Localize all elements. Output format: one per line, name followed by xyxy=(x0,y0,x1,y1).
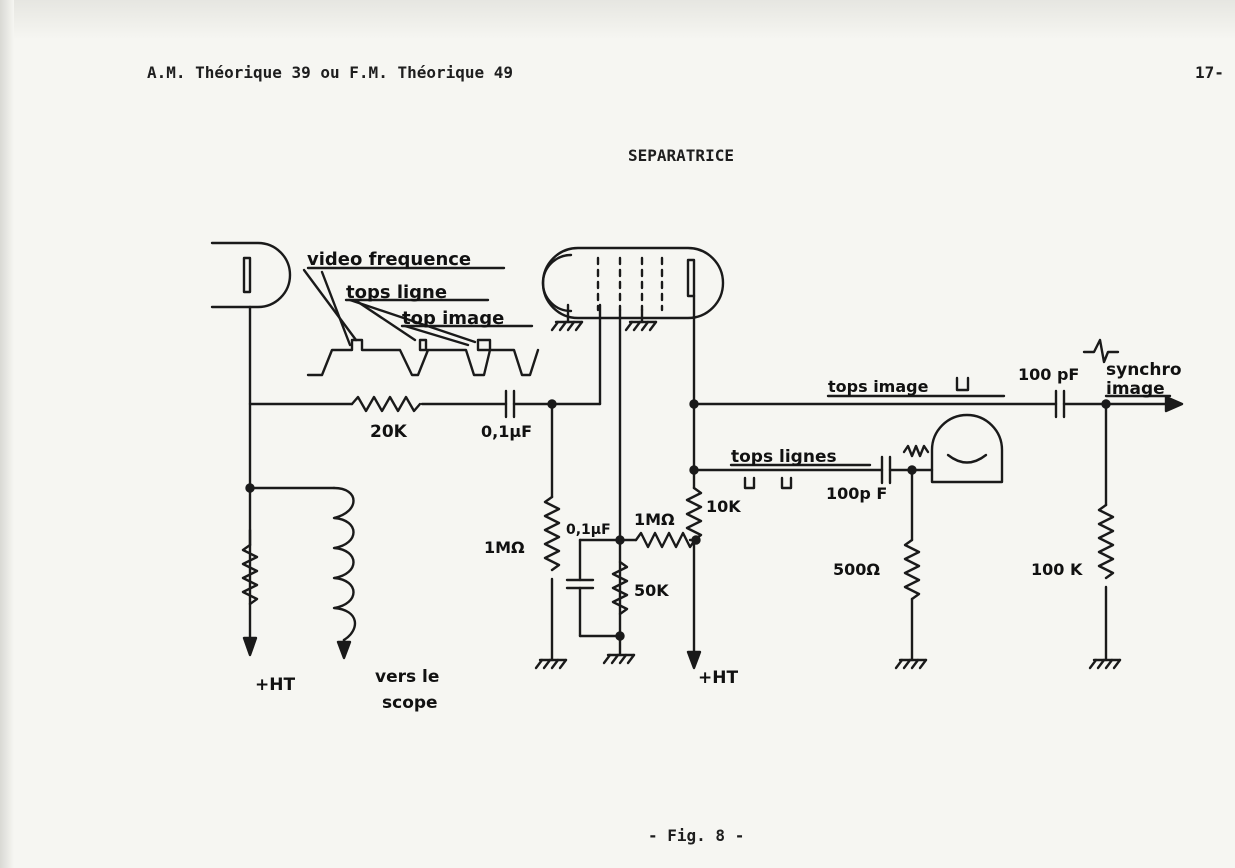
heater-resistor xyxy=(902,444,930,458)
resistor-10k xyxy=(685,486,703,542)
label-100pf-top: 100 pF xyxy=(1018,365,1079,384)
label-synchro: synchro xyxy=(1106,360,1182,380)
label-video-frequence: video frequence xyxy=(307,249,471,270)
tube-cathode xyxy=(541,253,573,313)
label-ht-left: +HT xyxy=(255,675,295,695)
label-100k: 100 K xyxy=(1031,560,1083,579)
scan-shadow-left xyxy=(0,0,14,868)
synchro-pulse-icon xyxy=(1082,338,1120,364)
page-header-title: A.M. Théorique 39 ou F.M. Théorique 49 xyxy=(147,63,514,82)
label-image: image xyxy=(1106,379,1165,399)
label-tops-lignes: tops lignes xyxy=(731,447,837,467)
sync-mark-ligne-2 xyxy=(780,476,793,490)
sync-mark-image xyxy=(955,376,970,392)
label-01uf: 0,1μF xyxy=(481,422,532,441)
resistor-50k xyxy=(611,560,629,616)
inductor-coil xyxy=(332,486,357,642)
right-ht-arrow xyxy=(686,650,702,670)
page-number: 17- xyxy=(1195,63,1224,82)
diagram-title: SEPARATRICE xyxy=(628,146,734,165)
diode-tube-cathode xyxy=(946,453,988,464)
resistor-100k xyxy=(1097,503,1115,580)
label-tops-image: tops image xyxy=(828,377,929,396)
label-10k: 10K xyxy=(706,497,741,516)
left-ht-arrow xyxy=(242,636,258,657)
label-tops-ligne: tops ligne xyxy=(346,282,447,303)
label-500ohm: 500Ω xyxy=(833,560,880,579)
label-20k: 20K xyxy=(370,422,408,442)
label-100pf-mid: 100p F xyxy=(826,484,887,503)
left-tube-envelope xyxy=(210,241,292,309)
label-scope: scope xyxy=(382,693,438,713)
label-top-image: top image xyxy=(402,308,504,329)
video-waveform xyxy=(306,338,540,377)
resistor-500ohm xyxy=(903,538,921,601)
label-vers-le: vers le xyxy=(375,667,439,687)
sync-mark-ligne-1 xyxy=(743,476,756,490)
synchro-output-arrow xyxy=(1164,395,1184,413)
label-50k: 50K xyxy=(634,581,669,600)
left-tube-anode xyxy=(242,256,252,294)
resistor-1mohm-mid xyxy=(634,531,697,549)
separator-tube-envelope xyxy=(541,246,725,320)
label-ht-right: +HT xyxy=(698,668,738,688)
resistor-1mohm-left xyxy=(543,495,561,572)
resistor-left-ht xyxy=(241,543,259,606)
tube-anode xyxy=(686,258,696,298)
label-01uf-small: 0,1μF xyxy=(566,522,611,538)
scan-shadow-top xyxy=(0,0,1235,40)
diode-tube-envelope xyxy=(930,413,1004,484)
label-1mohm-left: 1MΩ xyxy=(484,538,525,557)
scope-arrow xyxy=(336,640,352,660)
figure-caption: - Fig. 8 - xyxy=(648,826,745,845)
label-1mohm-mid: 1MΩ xyxy=(634,510,675,529)
resistor-20k xyxy=(350,395,422,413)
